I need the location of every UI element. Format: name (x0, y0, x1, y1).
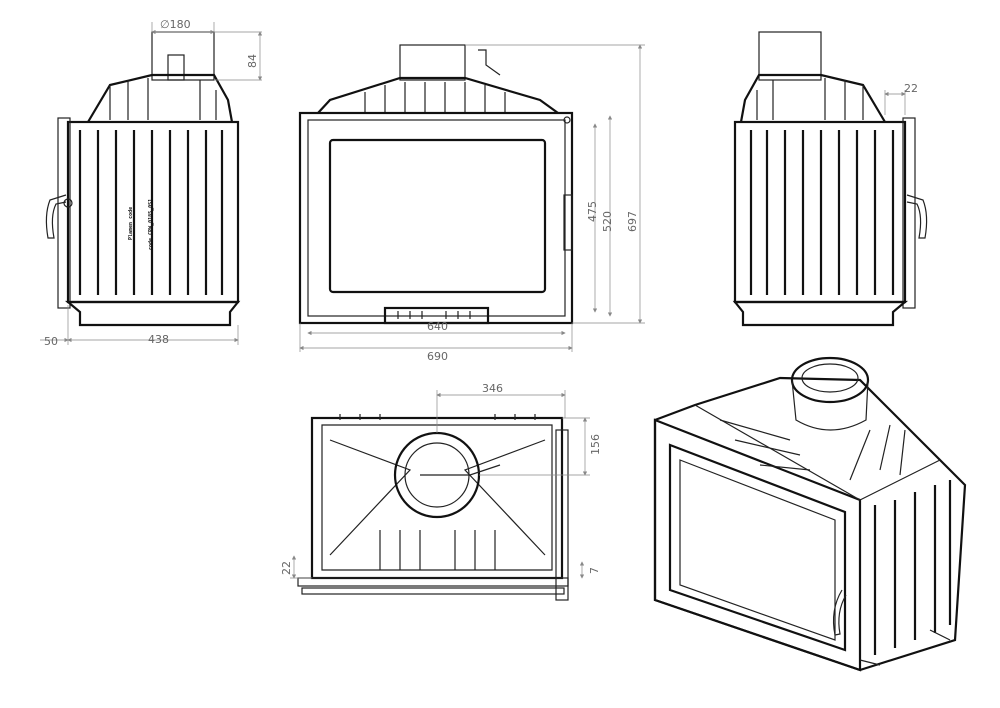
top-view-dimensions: 346 156 22 7 (280, 382, 602, 579)
dim-flue-diameter: ∅180 (160, 18, 191, 31)
dim-bottom-offset: 22 (280, 561, 293, 575)
perspective-view (653, 356, 967, 672)
dim-bottom-gap: 7 (588, 567, 601, 574)
dim-flue-offset-x: 346 (482, 382, 503, 395)
right-view-dimensions: 22 (884, 82, 918, 115)
front-view (298, 44, 574, 325)
dim-side-offset: 50 (44, 335, 58, 348)
brand-label: Plamen code (128, 207, 134, 240)
dim-glass-height: 475 (586, 201, 599, 222)
code-label: code CPW_0185_0S1 (148, 199, 154, 250)
front-view-dimensions: 640 690 475 520 697 (299, 44, 645, 363)
dim-overall-width: 690 (427, 350, 448, 363)
dim-flue-height: 84 (246, 54, 259, 68)
dim-overall-height: 697 (626, 211, 639, 232)
dim-depth: 438 (148, 333, 169, 346)
left-side-view: Plamen code code CPW_0185_0S1 (45, 31, 241, 327)
right-side-view (732, 31, 928, 327)
dim-rear-offset: 22 (904, 82, 918, 95)
dim-door-height: 520 (601, 211, 614, 232)
top-view (297, 414, 569, 601)
left-view-dimensions: ∅180 84 50 438 (40, 18, 263, 348)
dim-flue-offset-y: 156 (589, 434, 602, 455)
dim-glass-width: 640 (427, 320, 448, 333)
